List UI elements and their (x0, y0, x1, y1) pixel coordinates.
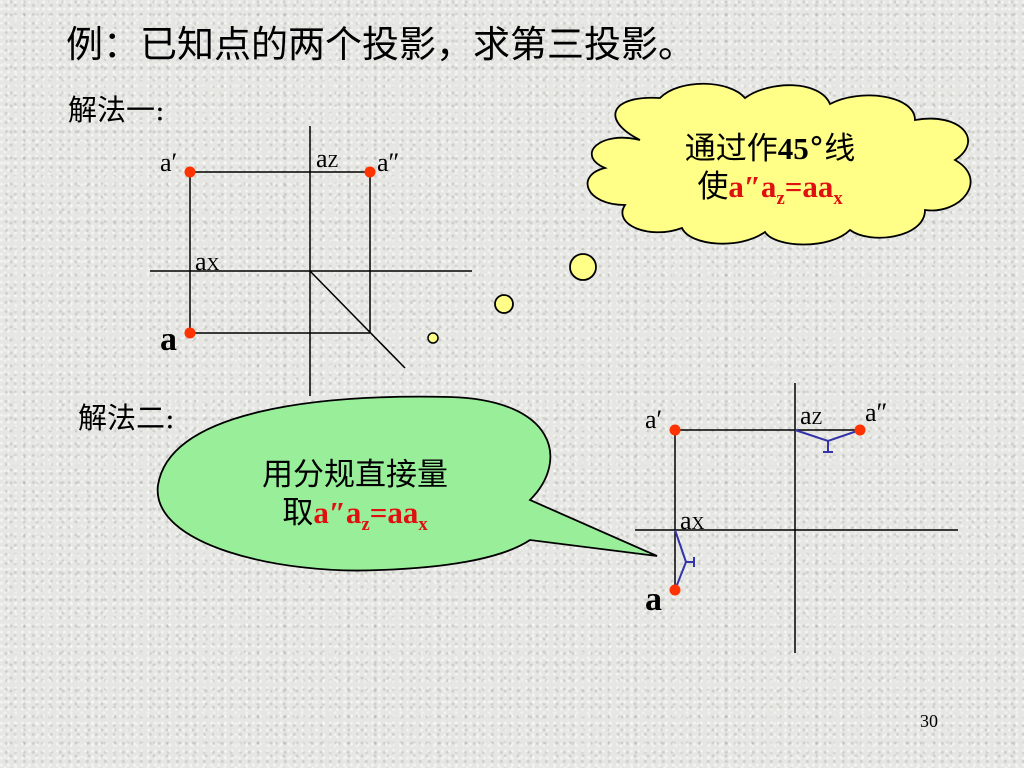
method-one-heading: 解法一: (68, 93, 165, 127)
speech-bubble (157, 395, 658, 572)
thought-bubble-dot-large (569, 253, 597, 281)
point-a-double-prime (364, 166, 376, 178)
label-a-prime: a′ (160, 148, 178, 177)
speech-bubble-shape (157, 395, 658, 572)
method-two-heading: 解法二: (78, 401, 175, 435)
speech-bubble-line-2: 取a″az=aax (282, 495, 428, 536)
diagram-one (150, 126, 472, 396)
label-a: a (160, 321, 177, 358)
thought-bubble (427, 82, 972, 344)
point-a (184, 327, 196, 339)
thought-bubble-dot-small (427, 332, 439, 344)
label-a-prime: a′ (645, 405, 663, 434)
label-az: aZ (800, 401, 823, 430)
point-a-prime (184, 166, 196, 178)
label-ax: aX (195, 247, 220, 276)
divider-mark-right (794, 429, 861, 453)
point-a-double-prime (854, 424, 866, 436)
thought-bubble-line-1: 通过作45°线 (684, 131, 856, 167)
line-45-degree (309, 270, 406, 369)
page-number: 30 (920, 711, 938, 731)
label-a: a (645, 581, 662, 618)
point-a (669, 584, 681, 596)
point-a-prime (669, 424, 681, 436)
diagram-two (635, 383, 958, 653)
divider-mark-left (674, 529, 695, 591)
speech-bubble-line-1: 用分规直接量 (262, 457, 448, 493)
thought-bubble-line-2: 使a″az=aax (697, 169, 843, 210)
thought-bubble-cloud (586, 82, 972, 246)
thought-bubble-dot-medium (494, 294, 514, 314)
speech-bubble-text: 用分规直接量 取a″az=aax (200, 457, 510, 537)
label-a-double-prime: a″ (377, 148, 400, 177)
slide-title: 例：已知点的两个投影，求第三投影。 (66, 23, 695, 66)
label-az: aZ (316, 144, 339, 173)
label-a-double-prime: a″ (865, 398, 888, 427)
label-ax: aX (680, 506, 705, 535)
thought-bubble-text: 通过作45°线 使a″az=aax (630, 130, 910, 211)
